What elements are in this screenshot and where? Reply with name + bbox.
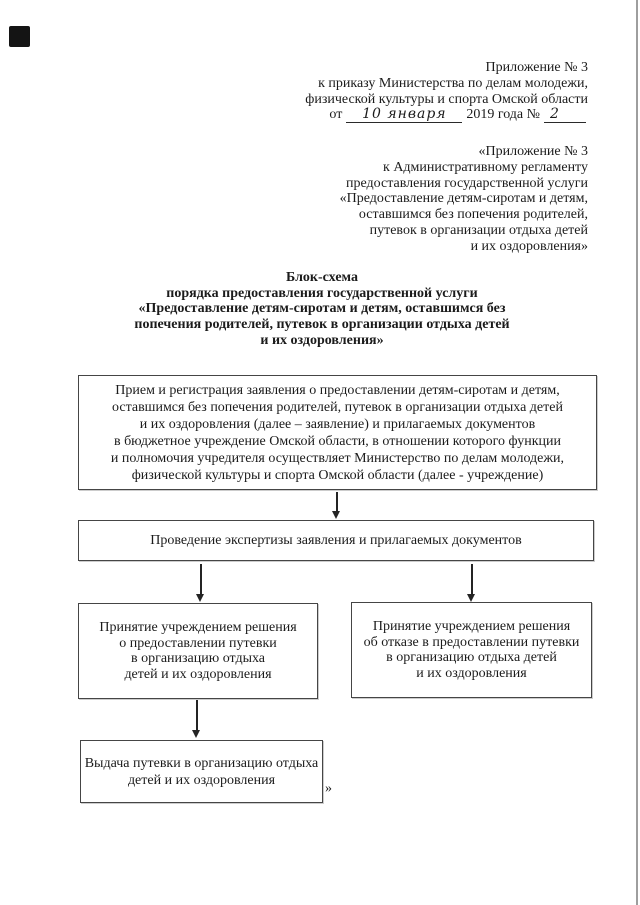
appendix-order-note: Приложение № 3 к приказу Министерства по… [305,60,588,107]
arrow-head [196,594,204,602]
flowchart-box-refuse-decision: Принятие учреждением решения об отказе в… [351,602,592,698]
handwritten-date: 10 января [346,106,463,123]
arrow-line [471,564,473,595]
page-title: Блок-схема порядка предоставления госуда… [134,270,510,348]
arrow-head [332,511,340,519]
arrow-line [336,492,338,512]
arrow-head [192,730,200,738]
handwritten-order-number: 2 [544,106,586,123]
flowchart-box-grant-decision: Принятие учреждением решения о предостав… [78,603,318,699]
arrow-line [196,700,198,731]
arrow-line [200,564,202,595]
flowchart-box-review: Проведение экспертизы заявления и прилаг… [78,520,594,561]
date-middle: 2019 года № [466,107,540,122]
scan-right-edge-line [636,0,638,905]
arrow-head [467,594,475,602]
closing-quote-mark: » [325,781,332,796]
scan-corner-mark [9,26,30,47]
date-prefix: от [329,107,343,122]
order-date-line: от 10 января 2019 года № 2 [329,106,590,123]
appendix-regulation-note: «Приложение № 3 к Административному регл… [339,144,588,254]
flowchart-box-issue-voucher: Выдача путевки в организацию отдыха дете… [80,740,323,803]
flowchart-box-intake: Прием и регистрация заявления о предоста… [78,375,597,490]
